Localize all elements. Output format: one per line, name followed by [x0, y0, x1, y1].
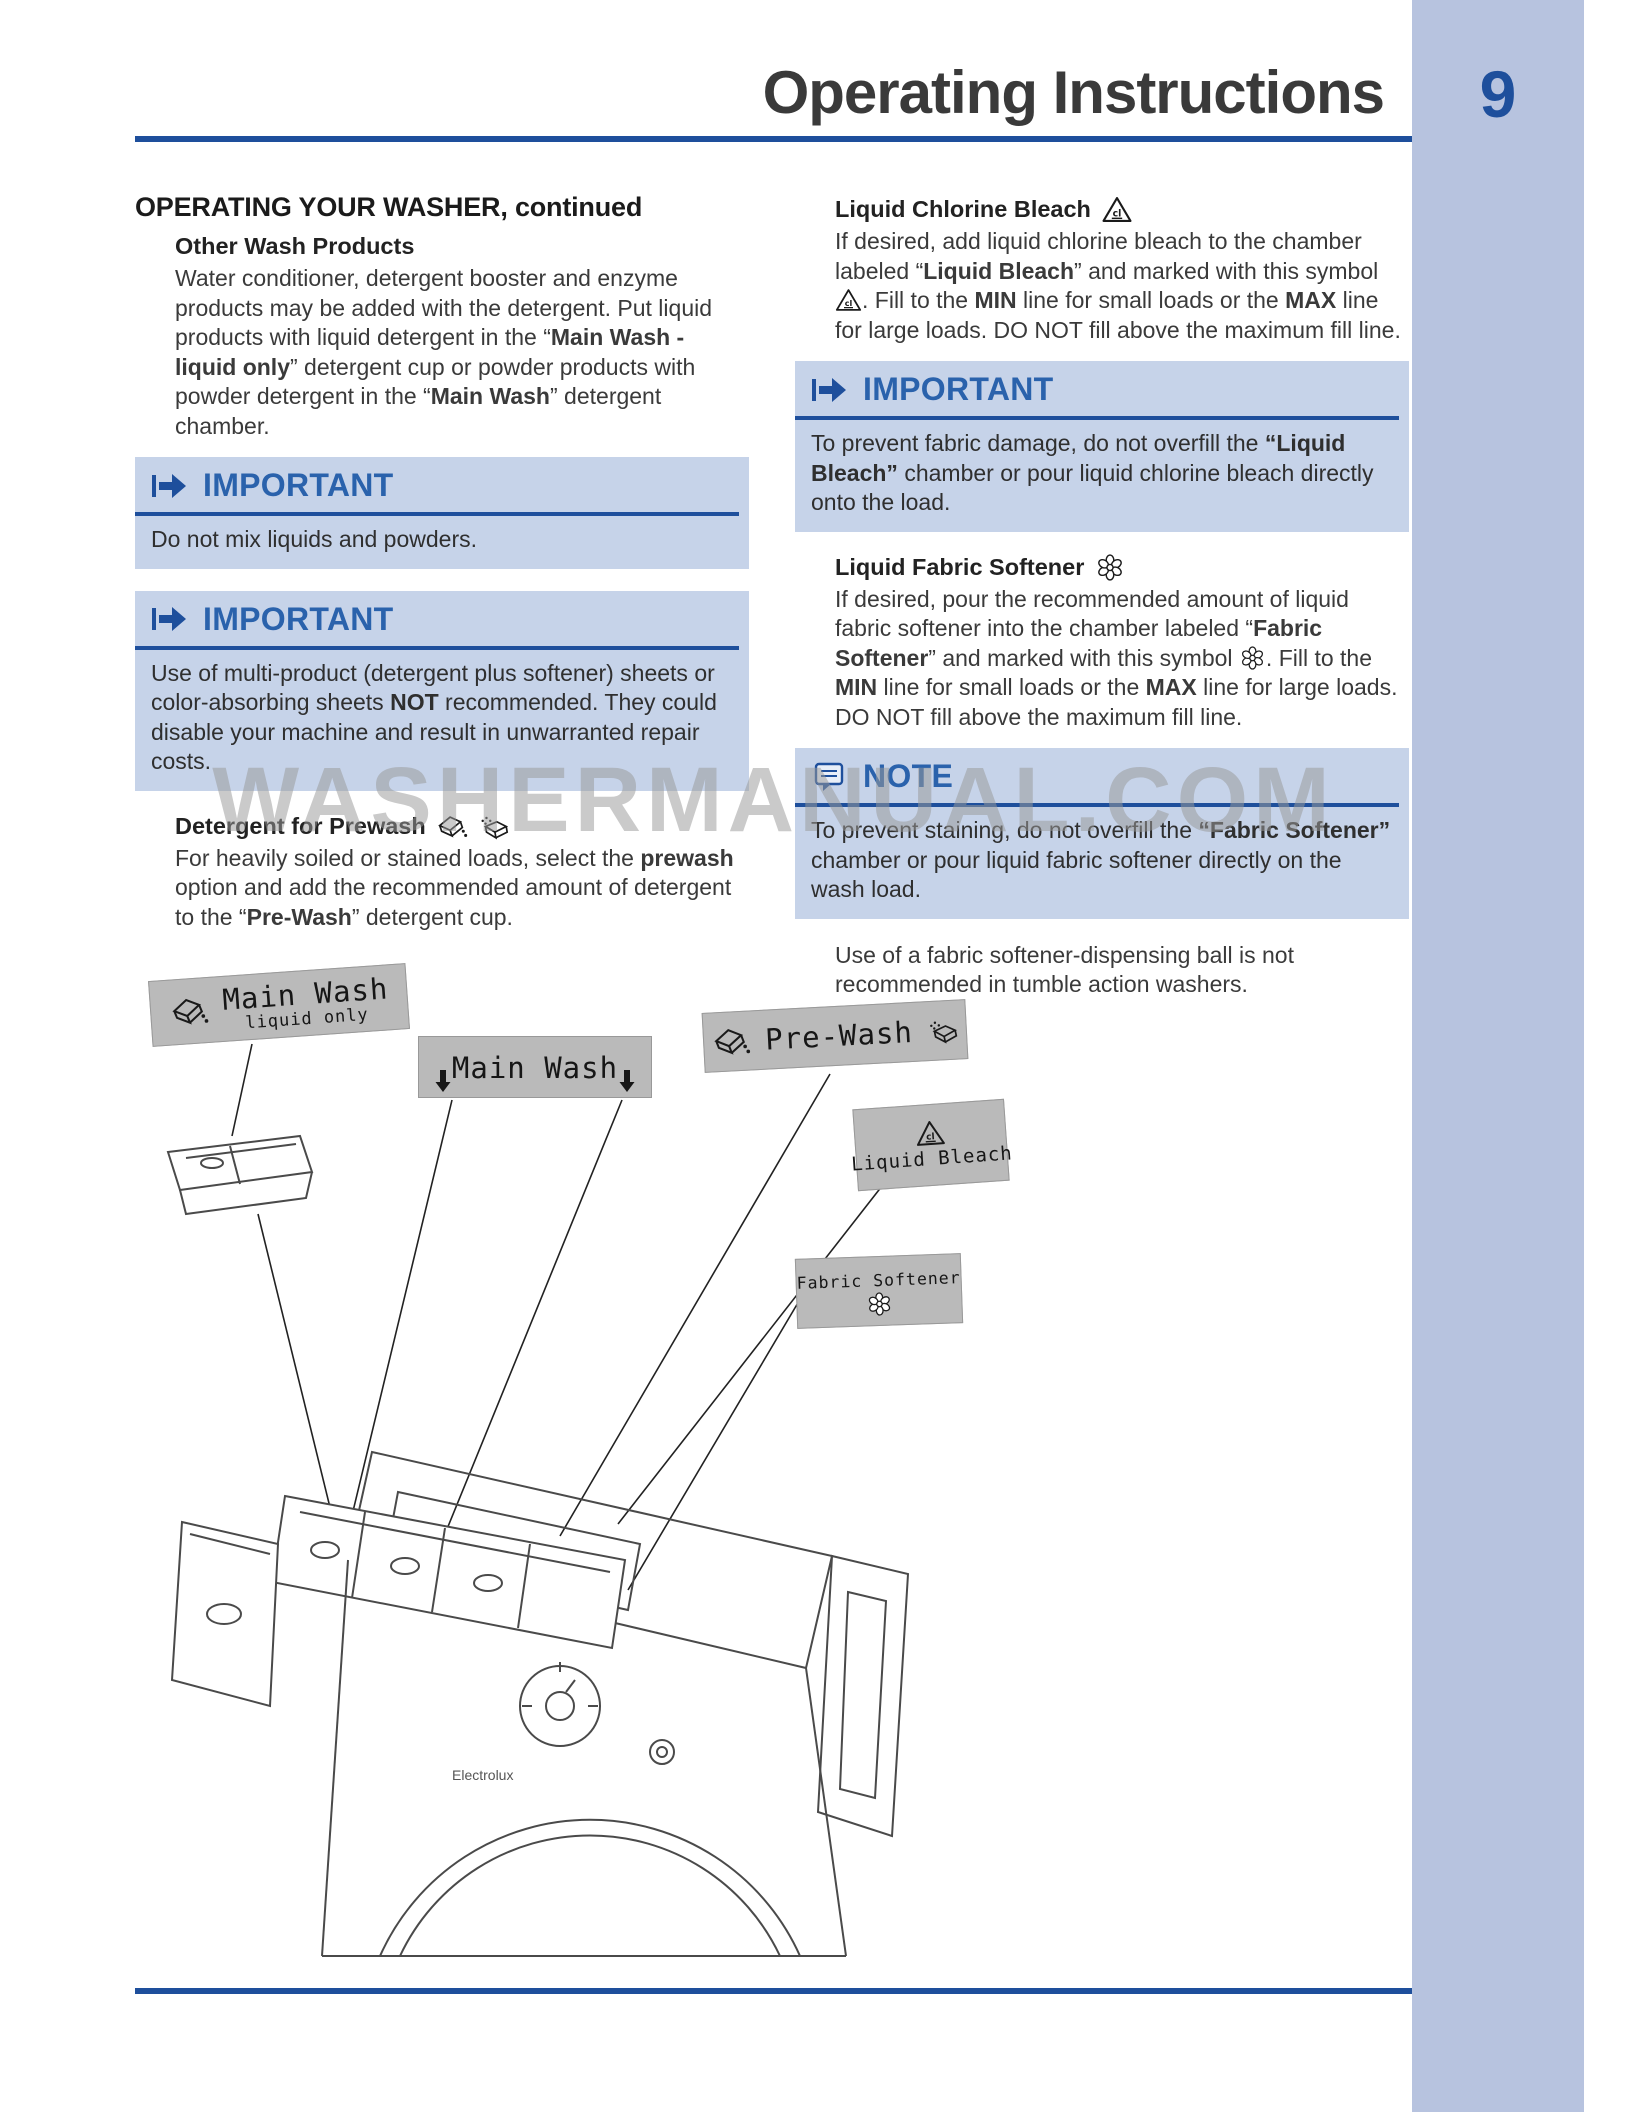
detergent-cup-drawing — [166, 1134, 314, 1216]
side-band — [1412, 0, 1584, 2112]
important-box-header: IMPORTANT — [135, 457, 749, 512]
detergent-for-prewash-heading: Detergent for Prewash — [175, 813, 749, 840]
important-box-3: IMPORTANT To prevent fabric damage, do n… — [795, 361, 1409, 532]
heading-text: Liquid Fabric Softener — [835, 553, 1085, 580]
memo-icon — [811, 762, 847, 792]
brand-logo: Electrolux — [452, 1767, 513, 1783]
callout-divider — [795, 416, 1399, 420]
label-main-wash: Main Wash — [418, 1036, 652, 1098]
heading-text: Other Wash Products — [175, 233, 415, 259]
leader-lines — [231, 1043, 883, 1591]
section-title: OPERATING YOUR WASHER, continued — [135, 192, 643, 222]
page-title: Operating Instructions — [762, 59, 1385, 126]
important-box-2: IMPORTANT Use of multi-product (detergen… — [135, 590, 749, 791]
note-box-header: NOTE — [795, 748, 1409, 803]
right-column: Liquid Chlorine Bleach If desired, add l… — [795, 190, 1409, 1008]
banner-title: Fabric Softener — [796, 1267, 961, 1293]
prewash-paragraph: For heavily soiled or stained loads, sel… — [175, 844, 734, 930]
powder-scoop-icon — [478, 813, 510, 840]
label-pre-wash: Pre-Wash — [701, 999, 969, 1073]
note-box-body: To prevent staining, do not overfill the… — [811, 817, 1391, 902]
pouring-cup-icon — [436, 813, 468, 840]
important-box-body: Do not mix liquids and powders. — [151, 526, 477, 552]
important-box-header: IMPORTANT — [795, 361, 1409, 416]
footer-rule — [135, 1988, 1412, 1994]
bleach-triangle-icon — [1101, 196, 1133, 223]
softener-ball-paragraph: Use of a fabric softener-dispensing ball… — [835, 941, 1294, 998]
label-liquid-bleach: Liquid Bleach — [851, 1098, 1013, 1192]
banner-title: Pre-Wash — [764, 1014, 914, 1057]
heading-text: Detergent for Prewash — [175, 812, 426, 839]
powder-scoop-icon — [926, 1016, 959, 1045]
bleach-paragraph: If desired, add liquid chlorine bleach t… — [835, 228, 1401, 343]
washer-drawing: Electrolux — [170, 1450, 910, 1957]
liquid-fabric-softener-heading: Liquid Fabric Softener — [835, 554, 1409, 581]
other-wash-products-heading: Other Wash Products — [175, 233, 749, 260]
callout-divider — [135, 645, 739, 650]
flower-icon — [866, 1291, 893, 1316]
important-label: IMPORTANT — [863, 371, 1054, 407]
important-label: IMPORTANT — [203, 600, 394, 637]
liquid-chlorine-bleach-heading: Liquid Chlorine Bleach — [835, 196, 1409, 223]
flower-icon — [1094, 554, 1126, 581]
callout-divider — [135, 512, 739, 516]
banner-text: Main Wash liquid only — [221, 971, 390, 1034]
important-box-1: IMPORTANT Do not mix liquids and powders… — [135, 457, 749, 569]
arrow-right-icon — [151, 471, 187, 501]
page-number: 9 — [1479, 57, 1517, 131]
left-column: OPERATING YOUR WASHER, continued Other W… — [135, 192, 749, 940]
label-fabric-softener: Fabric Softener — [794, 1253, 964, 1329]
bleach-inline-icon — [835, 288, 862, 312]
flower-inline-icon — [1239, 646, 1266, 670]
label-main-wash-liquid-only: Main Wash liquid only — [148, 963, 410, 1047]
softener-paragraph: If desired, pour the recommended amount … — [835, 585, 1398, 730]
important-box-body: To prevent fabric damage, do not overfil… — [811, 430, 1374, 515]
other-wash-products-paragraph: Water conditioner, detergent booster and… — [175, 265, 713, 439]
note-box: NOTE To prevent staining, do not overfil… — [795, 748, 1409, 919]
down-arrow-icon — [435, 1069, 451, 1093]
pouring-cup-icon — [710, 1024, 752, 1058]
down-arrow-icon — [619, 1069, 635, 1093]
bleach-triangle-icon — [914, 1119, 946, 1147]
banner-title: Main Wash — [451, 1051, 619, 1085]
important-label: IMPORTANT — [203, 467, 394, 503]
pouring-cup-icon — [168, 994, 210, 1029]
note-label: NOTE — [863, 758, 954, 794]
important-box-body: Use of multi-product (detergent plus sof… — [151, 659, 717, 775]
arrow-right-icon — [151, 604, 187, 634]
header-rule — [135, 136, 1412, 142]
important-box-header: IMPORTANT — [135, 591, 749, 646]
heading-text: Liquid Chlorine Bleach — [835, 196, 1091, 222]
banner-title: Liquid Bleach — [850, 1142, 1014, 1176]
arrow-right-icon — [811, 375, 847, 405]
callout-divider — [795, 803, 1399, 807]
